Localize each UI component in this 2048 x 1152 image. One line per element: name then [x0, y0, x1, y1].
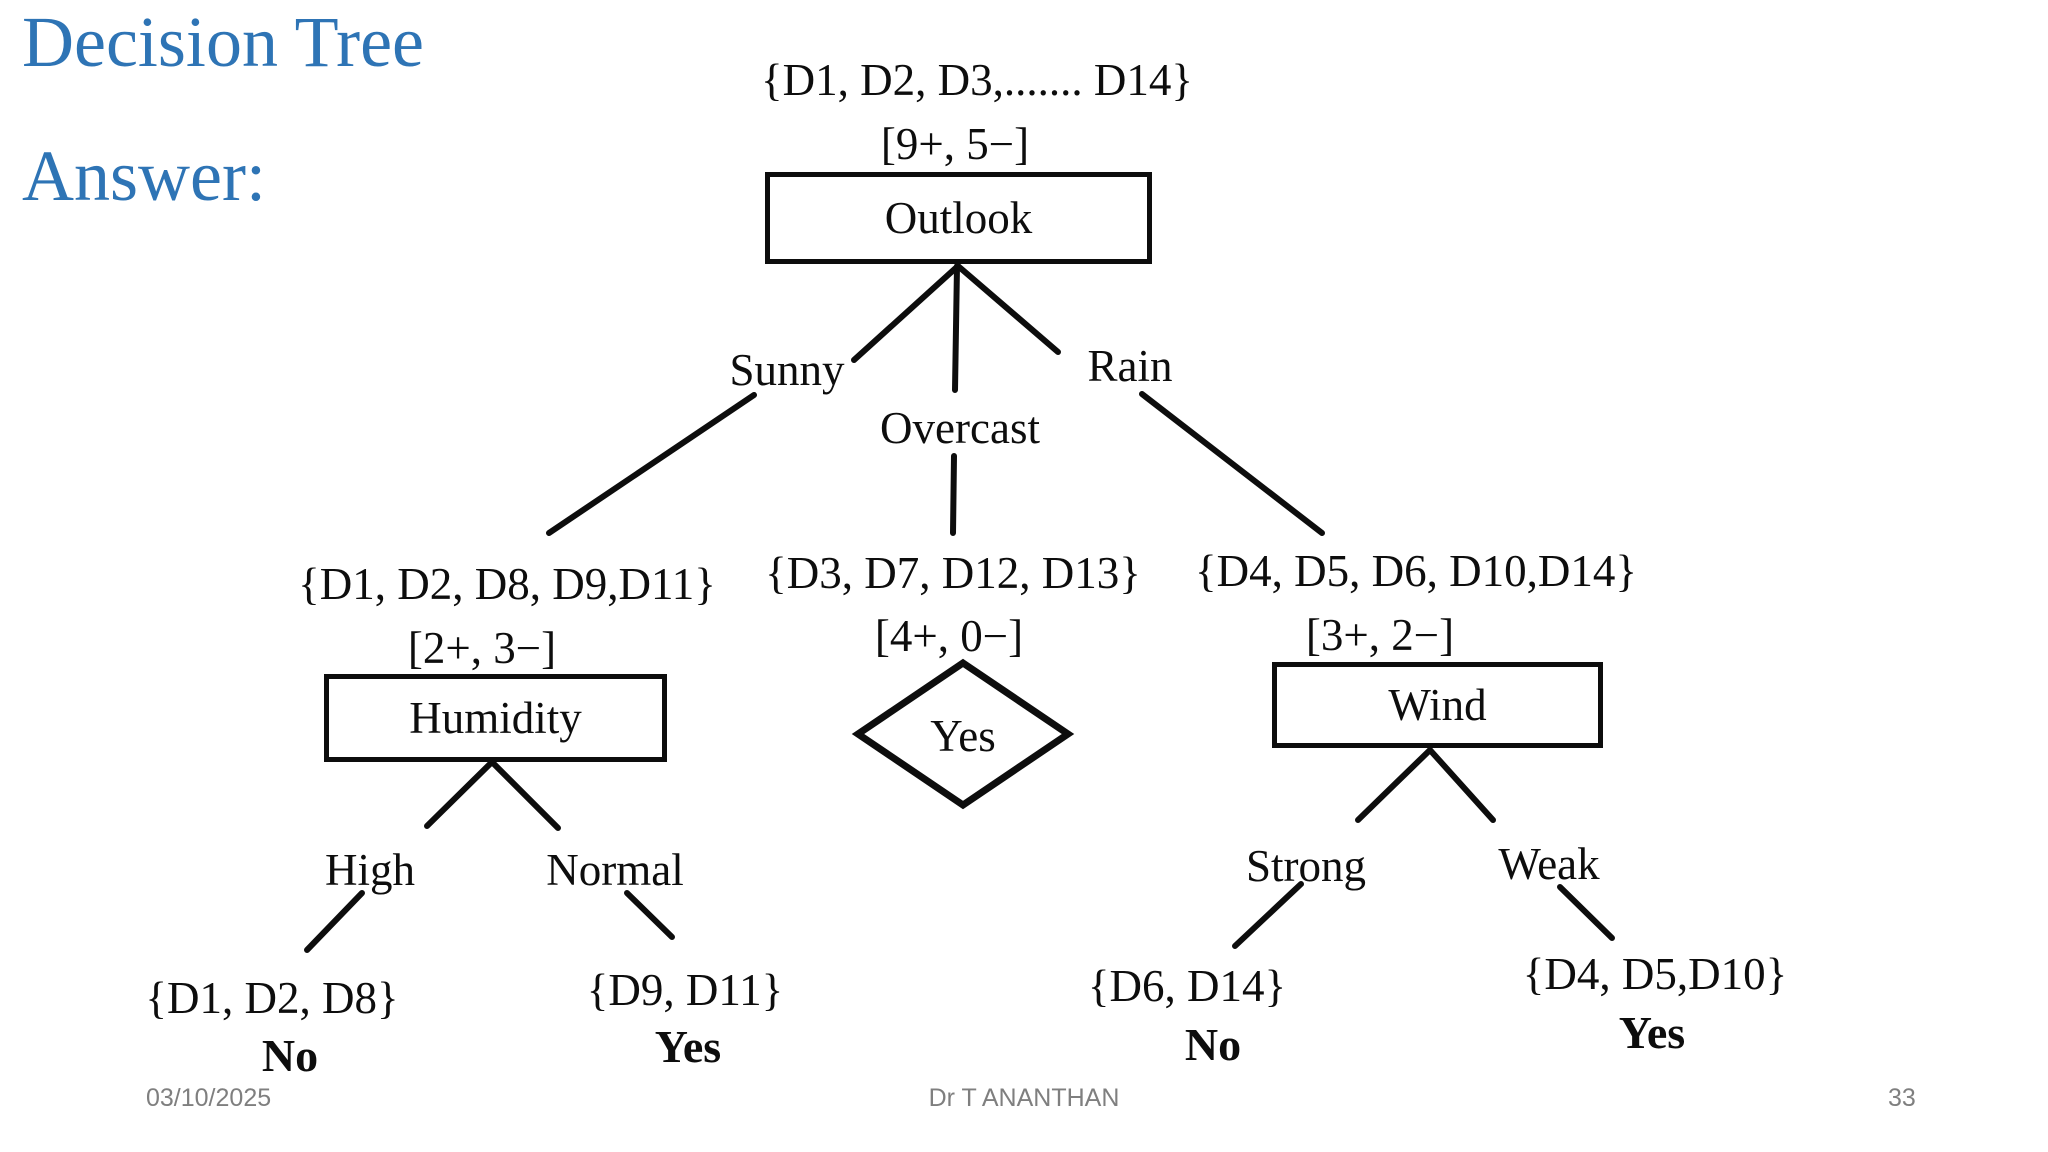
root-counts-label: [9+, 5−]	[880, 119, 1030, 169]
root-set-label: {D1, D2, D3,....... D14}	[761, 55, 1193, 105]
branch-line-strong-lower	[1232, 881, 1304, 949]
wind-node-label: Wind	[1388, 680, 1487, 730]
overcast-counts-label: [4+, 0−]	[874, 611, 1024, 661]
branch-line-normal-lower	[624, 890, 675, 940]
humidity-set-label: {D1, D2, D8, D9,D11}	[298, 559, 716, 609]
wind-counts-label: [3+, 2−]	[1305, 610, 1455, 660]
branch-line-rain-upper	[955, 263, 1061, 355]
branch-line-humidity-left	[424, 759, 495, 829]
wind-set-label: {D4, D5, D6, D10,D14}	[1195, 546, 1637, 596]
outlook-node-box: Outlook	[765, 172, 1152, 264]
leaf-normal-answer: Yes	[654, 1021, 722, 1072]
branch-label-rain: Rain	[1087, 341, 1173, 391]
yes-diamond-node	[851, 658, 1075, 810]
humidity-node-box: Humidity	[324, 674, 667, 762]
branch-line-rain-lower	[1139, 391, 1325, 536]
branch-line-overcast-upper	[952, 263, 960, 393]
leaf-high-set: {D1, D2, D8}	[145, 973, 399, 1023]
branch-label-sunny: Sunny	[729, 345, 845, 395]
branch-label-normal: Normal	[546, 845, 684, 895]
overcast-set-label: {D3, D7, D12, D13}	[765, 548, 1141, 598]
leaf-weak-set: {D4, D5,D10}	[1522, 949, 1788, 999]
slide-title-line1: Decision Tree	[22, 2, 424, 82]
leaf-normal-set: {D9, D11}	[586, 965, 784, 1015]
leaf-high-answer: No	[261, 1030, 319, 1081]
branch-line-wind-left	[1355, 747, 1433, 823]
branch-line-high-lower	[304, 890, 365, 953]
leaf-strong-answer: No	[1184, 1019, 1242, 1070]
branch-line-sunny-lower	[546, 392, 757, 536]
footer-author: Dr T ANANTHAN	[928, 1084, 1120, 1112]
branch-label-weak: Weak	[1498, 839, 1600, 889]
leaf-weak-answer: Yes	[1618, 1007, 1686, 1058]
slide-title-line2: Answer:	[22, 136, 266, 216]
branch-line-overcast-lower	[950, 453, 957, 536]
wind-node-box: Wind	[1272, 662, 1603, 748]
branch-label-high: High	[325, 845, 415, 895]
leaf-strong-set: {D6, D14}	[1087, 961, 1287, 1011]
humidity-node-label: Humidity	[409, 693, 582, 743]
branch-label-strong: Strong	[1245, 841, 1367, 891]
outlook-node-label: Outlook	[884, 193, 1033, 243]
footer-date: 03/10/2025	[146, 1084, 272, 1112]
branch-line-wind-right	[1427, 747, 1496, 823]
branch-line-weak-lower	[1557, 884, 1615, 941]
branch-label-overcast: Overcast	[880, 403, 1040, 453]
yes-diamond-label: Yes	[930, 711, 996, 761]
branch-line-humidity-right	[489, 759, 561, 831]
branch-line-sunny-upper	[851, 263, 961, 363]
humidity-counts-label: [2+, 3−]	[407, 623, 557, 673]
footer-page-number: 33	[1888, 1084, 1916, 1112]
